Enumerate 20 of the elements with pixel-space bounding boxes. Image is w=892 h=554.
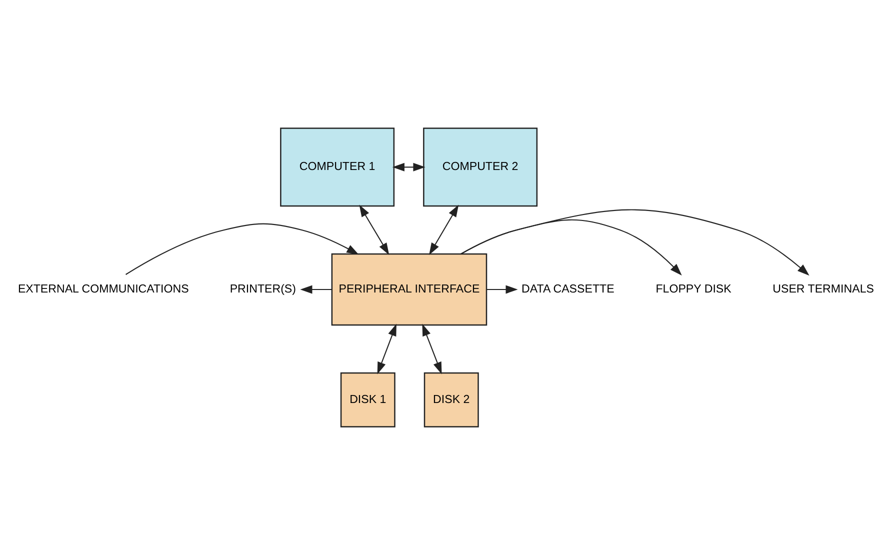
node-box: COMPUTER 2 xyxy=(423,127,538,206)
arrow xyxy=(392,162,426,171)
arrow xyxy=(429,204,459,254)
node-box: DISK 1 xyxy=(340,372,396,427)
node-text: EXTERNAL COMMUNICATIONS xyxy=(18,283,189,296)
arrow xyxy=(359,204,390,254)
arrow xyxy=(422,323,442,374)
arrow xyxy=(126,222,359,274)
arrow xyxy=(460,208,810,276)
arrow xyxy=(460,218,682,276)
node-text: USER TERMINALS xyxy=(772,283,874,296)
node-text: PRINTER(S) xyxy=(230,283,296,296)
node-box: DISK 2 xyxy=(424,372,479,427)
arrow xyxy=(377,323,396,374)
arrow xyxy=(486,284,518,294)
node-text: FLOPPY DISK xyxy=(656,283,732,296)
arrow xyxy=(300,284,332,294)
node-text: DATA CASSETTE xyxy=(522,283,614,296)
node-box: PERIPHERAL INTERFACE xyxy=(331,252,488,326)
node-box: COMPUTER 1 xyxy=(280,127,395,206)
